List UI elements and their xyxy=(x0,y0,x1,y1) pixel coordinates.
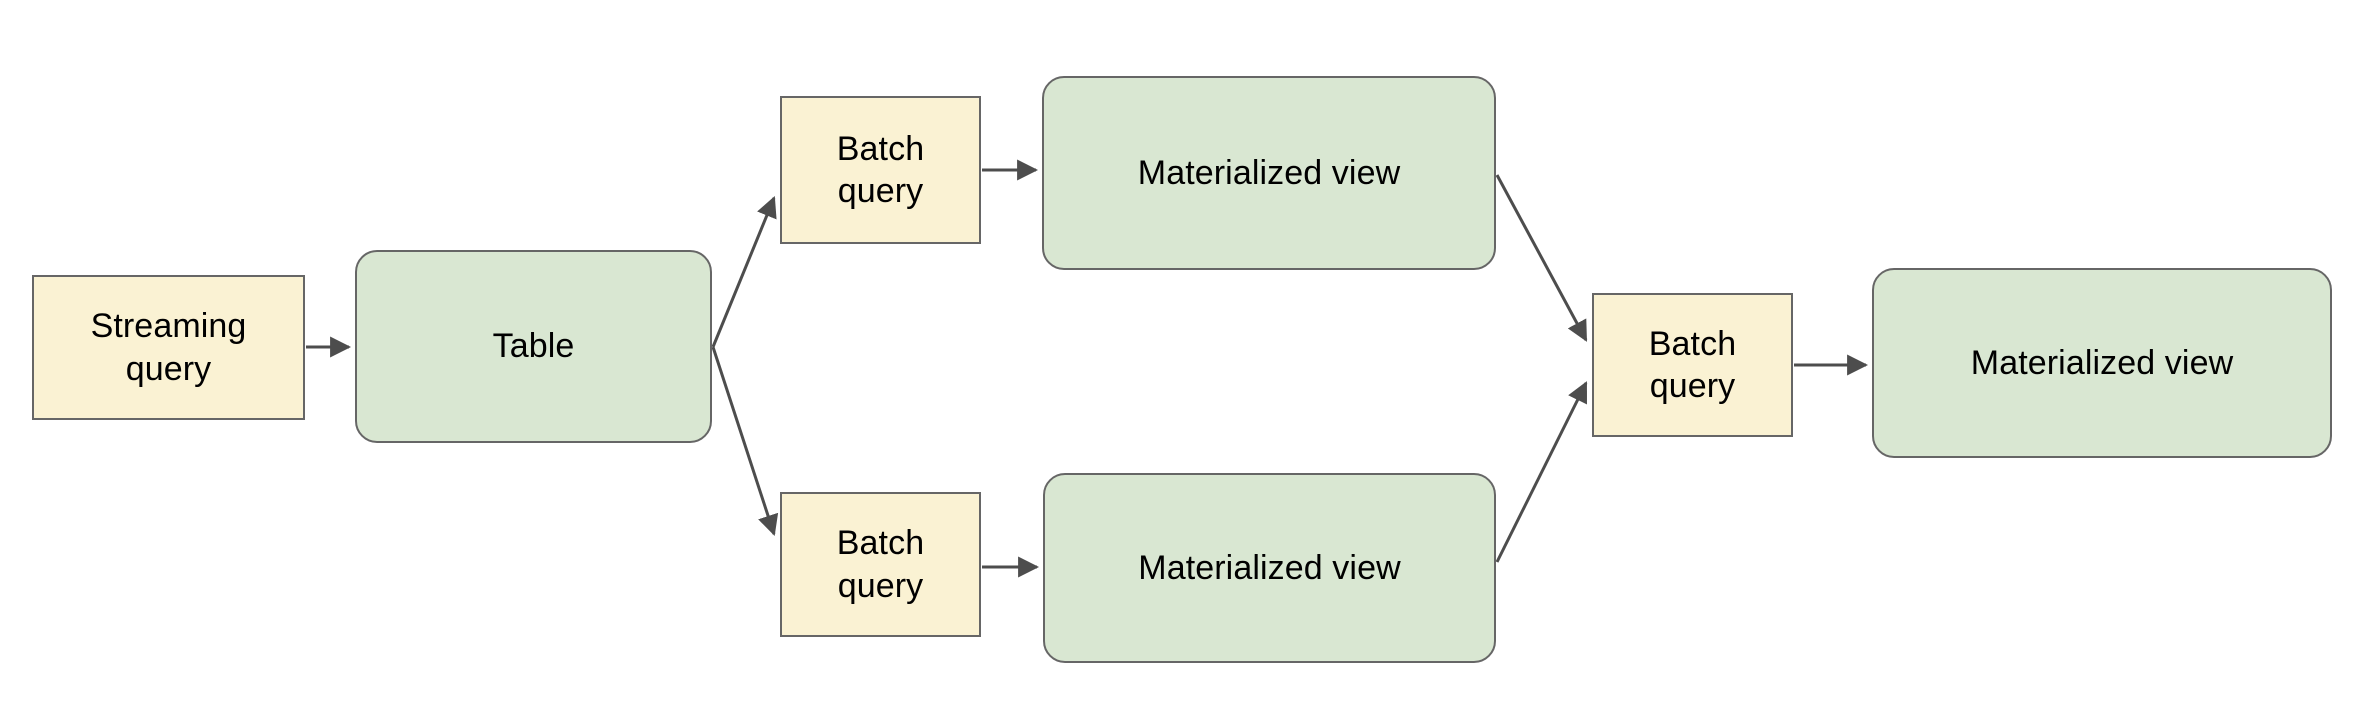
node-batch-query-bottom[interactable]: Batch query xyxy=(780,492,981,637)
edge-mv-bottom-to-batch-join xyxy=(1495,381,1588,563)
node-batch-query-top[interactable]: Batch query xyxy=(780,96,981,244)
node-batch-query-join[interactable]: Batch query xyxy=(1592,293,1793,437)
node-label: Table xyxy=(492,327,575,366)
node-label: Materialized view xyxy=(1137,153,1401,192)
node-label: Materialized view xyxy=(1138,548,1401,587)
node-materialized-view-bottom[interactable]: Materialized view xyxy=(1043,473,1496,663)
node-table[interactable]: Table xyxy=(355,250,712,443)
edge-table-to-batch-top xyxy=(711,196,777,348)
edge-mv-top-to-batch-join xyxy=(1495,174,1588,342)
node-label: Batch query xyxy=(1648,324,1737,406)
node-materialized-view-final[interactable]: Materialized view xyxy=(1872,268,2332,458)
node-label: Streaming query xyxy=(90,307,247,388)
node-label: Batch query xyxy=(836,129,925,211)
node-label: Batch query xyxy=(836,524,925,605)
node-label: Materialized view xyxy=(1970,343,2234,382)
edge-table-to-batch-bottom xyxy=(711,346,779,536)
node-streaming-query[interactable]: Streaming query xyxy=(32,275,305,420)
node-materialized-view-top[interactable]: Materialized view xyxy=(1042,76,1496,270)
